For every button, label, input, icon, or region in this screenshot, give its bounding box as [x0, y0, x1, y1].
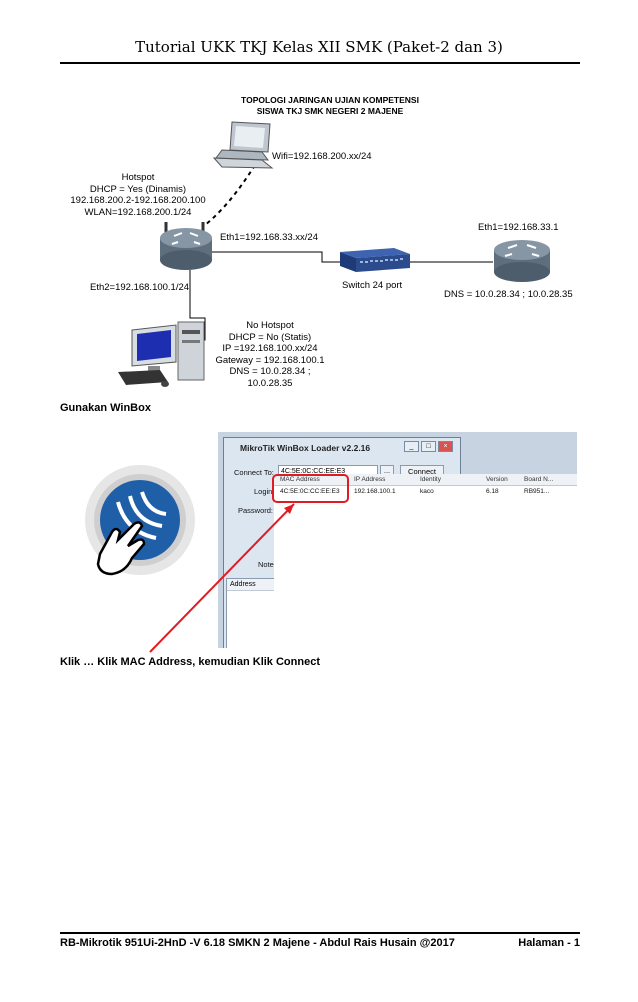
column-board-name[interactable]: Board N...: [524, 476, 554, 483]
page-header-title: Tutorial UKK TKJ Kelas XII SMK (Paket-2 …: [135, 38, 503, 56]
row-mac-address[interactable]: 4C:5E:0C:CC:EE:E3: [280, 488, 340, 495]
password-label: Password:: [238, 506, 274, 515]
address-column-header: Address: [227, 579, 279, 591]
pointer-arrow: [149, 503, 295, 653]
hotspot-line: Hotspot: [121, 172, 155, 183]
eth2-label: Eth2=192.168.100.1/24: [90, 282, 190, 293]
client-line: DNS = 10.0.28.34 ;: [229, 366, 311, 377]
winbox-loader-screenshot: MikroTik WinBox Loader v2.2.16 _ □ × Con…: [218, 432, 577, 648]
wifi-label: Wifi=192.168.200.xx/24: [272, 151, 372, 162]
hotspot-line: DHCP = Yes (Dinamis): [89, 183, 187, 195]
client-info: No Hotspot DHCP = No (Statis) IP =192.16…: [205, 320, 335, 389]
client-line: DHCP = No (Statis): [228, 331, 312, 343]
eth1-gateway-label: Eth1=192.168.33.1: [478, 222, 559, 233]
row-identity[interactable]: kaco: [420, 488, 434, 495]
client-line: 10.0.28.35: [247, 377, 293, 389]
page-number: Halaman - 1: [518, 937, 580, 949]
row-board-name[interactable]: RB951...: [524, 488, 550, 495]
topology-title-line2: SISWA TKJ SMK NEGERI 2 MAJENE: [256, 106, 404, 116]
section-use-winbox: Gunakan WinBox: [60, 402, 151, 414]
column-version[interactable]: Version: [486, 476, 508, 483]
hotspot-line: 192.168.200.2-192.168.200.100: [70, 195, 206, 206]
header-divider: [60, 62, 580, 64]
gateway-router-icon: [494, 240, 550, 282]
winbox-window-title: MikroTik WinBox Loader v2.2.16: [240, 443, 371, 453]
minimize-button[interactable]: _: [404, 441, 419, 452]
close-button[interactable]: ×: [438, 441, 453, 452]
section-click-instruction: Klik … Klik MAC Address, kemudian Klik C…: [60, 656, 320, 668]
hand-cursor-icon: [96, 521, 146, 576]
login-label: Login:: [254, 487, 275, 496]
topology-title-line1: TOPOLOGI JARINGAN UJIAN KOMPETENSI: [241, 95, 419, 105]
switch-label: Switch 24 port: [342, 280, 403, 291]
client-line: No Hotspot: [246, 320, 294, 331]
row-version[interactable]: 6.18: [486, 488, 499, 495]
note-label: Note:: [258, 560, 276, 569]
maximize-button[interactable]: □: [421, 441, 436, 452]
arrow-head: [284, 504, 294, 514]
client-line: Gateway = 192.168.100.1: [215, 354, 325, 366]
column-identity[interactable]: Identity: [420, 476, 441, 483]
wireless-router-icon: [160, 222, 212, 270]
client-line: IP =192.168.100.xx/24: [222, 343, 318, 354]
topology-diagram: [118, 121, 550, 387]
hotspot-line: WLAN=192.168.200.1/24: [84, 206, 192, 218]
address-list[interactable]: Address: [226, 578, 280, 648]
winbox-logo-icon: [85, 465, 195, 576]
highlight-annotation: [149, 474, 349, 653]
laptop-icon: [212, 121, 274, 169]
row-ip-address[interactable]: 192.168.100.1: [354, 488, 396, 495]
footer-text: RB-Mikrotik 951Ui-2HnD -V 6.18 SMKN 2 Ma…: [60, 937, 455, 949]
footer-divider: [60, 932, 580, 934]
switch-icon: [340, 248, 410, 272]
dns-gateway-label: DNS = 10.0.28.34 ; 10.0.28.35: [444, 289, 573, 300]
link-router-switch: [205, 251, 340, 263]
device-list-header: [274, 474, 577, 486]
topology-title: TOPOLOGI JARINGAN UJIAN KOMPETENSI SISWA…: [180, 95, 480, 117]
column-mac-address[interactable]: MAC Address: [280, 476, 320, 483]
eth1-router-label: Eth1=192.168.33.xx/24: [220, 232, 318, 243]
mac-highlight-box: [272, 474, 349, 503]
wifi-dashed-link: [204, 164, 256, 226]
connect-to-label: Connect To:: [234, 468, 274, 477]
desktop-pc-icon: [118, 321, 205, 387]
hotspot-info: Hotspot DHCP = Yes (Dinamis) 192.168.200…: [68, 172, 208, 218]
column-ip-address[interactable]: IP Address: [354, 476, 386, 483]
